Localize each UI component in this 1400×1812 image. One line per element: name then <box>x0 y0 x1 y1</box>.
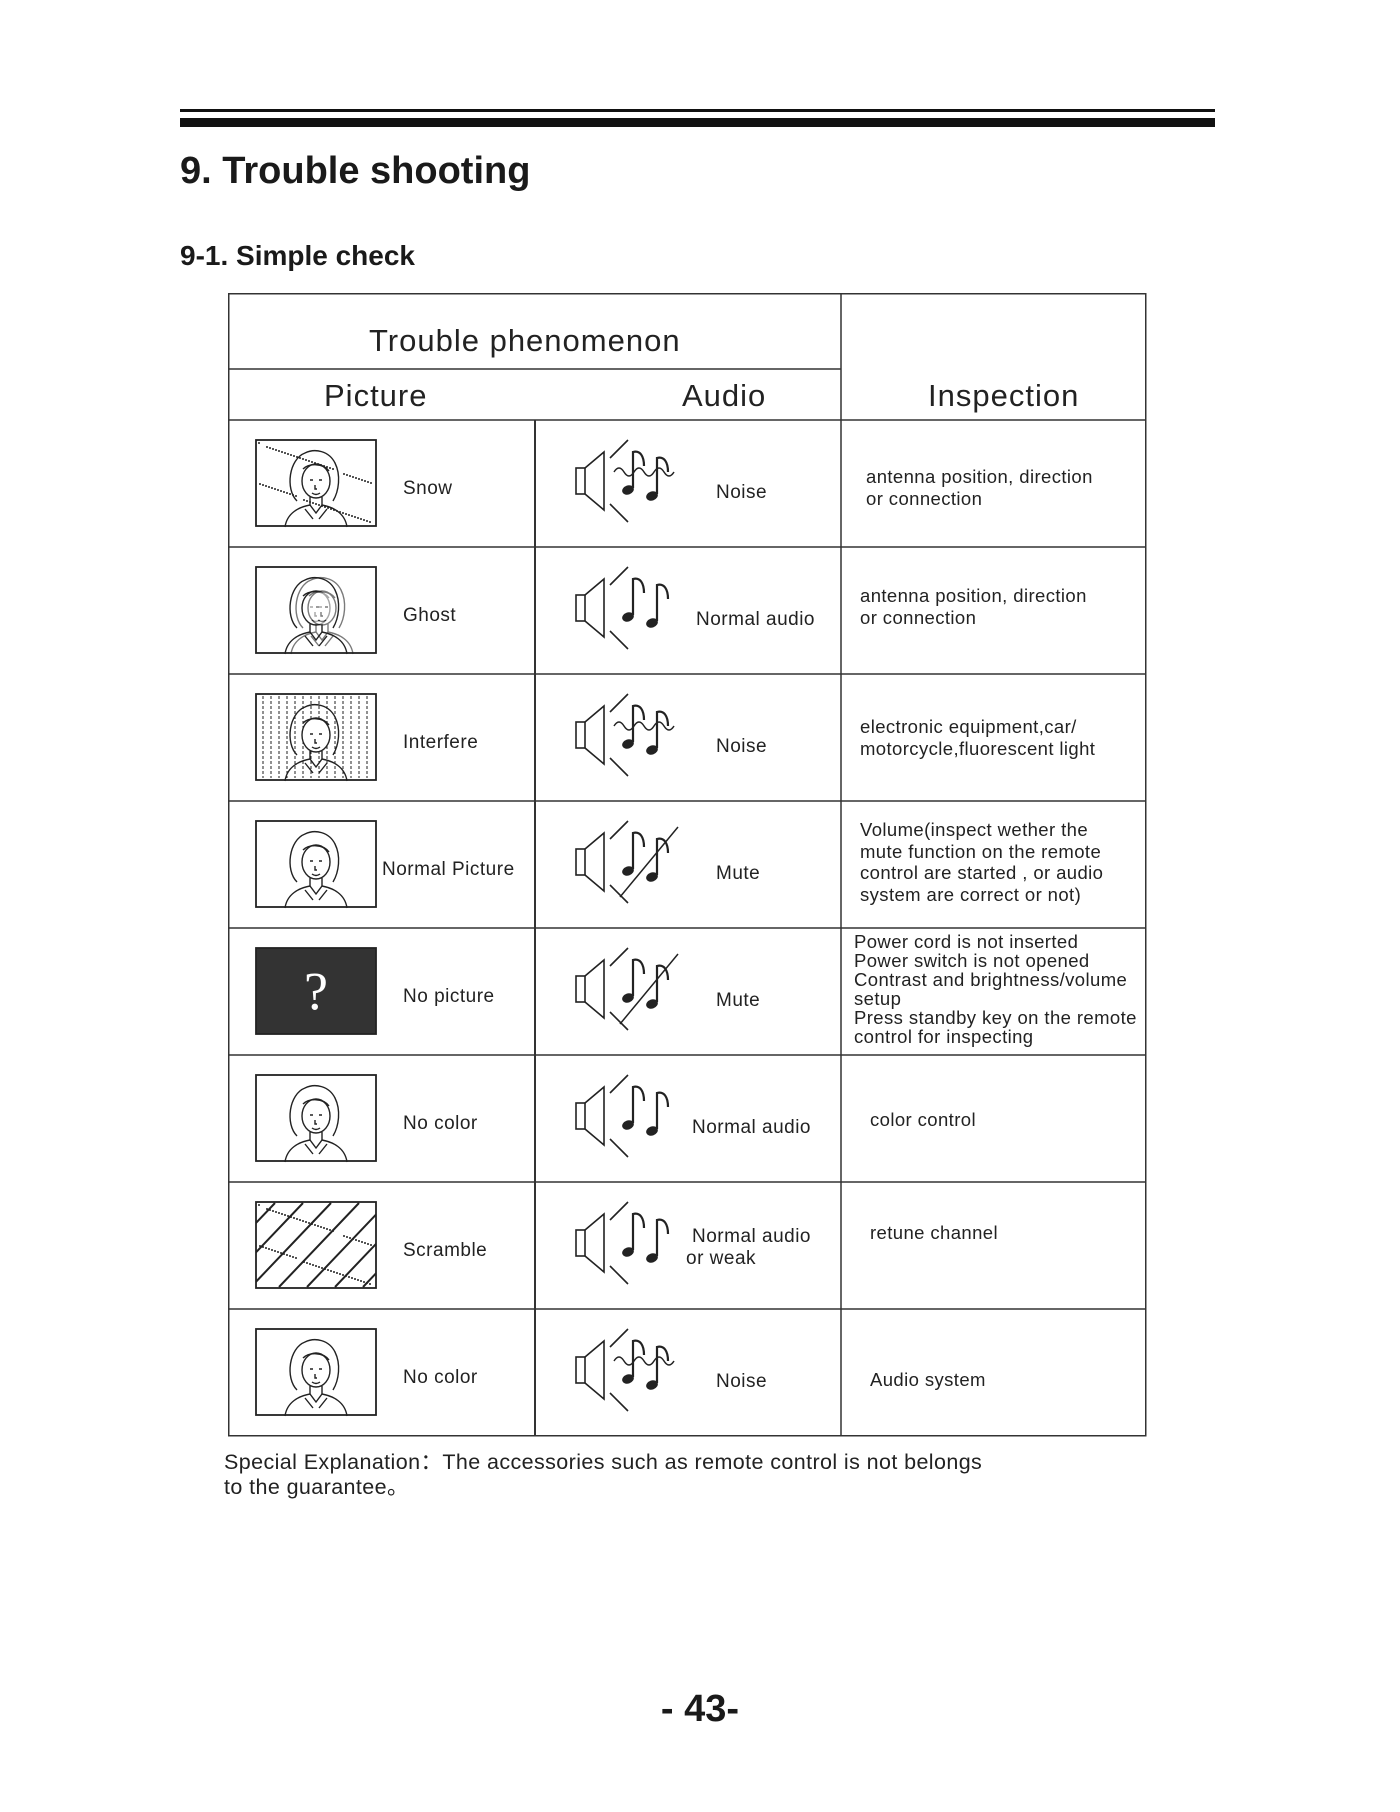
inspection-line: control are started , or audio <box>860 862 1104 883</box>
audio-label-line: Mute <box>716 990 761 1011</box>
audio-label-line: Mute <box>716 863 761 884</box>
inspection-text: electronic equipment,car/motorcycle,fluo… <box>860 716 1095 759</box>
picture-label: No picture <box>403 986 495 1007</box>
audio-label-line: Noise <box>716 1371 768 1392</box>
inspection-line: Power switch is not opened <box>854 950 1090 971</box>
inspection-line: Contrast and brightness/volume <box>854 969 1128 990</box>
header-inspection: Inspection <box>928 378 1080 413</box>
normal-screen-icon <box>255 820 379 910</box>
column-divider <box>534 801 536 928</box>
scramble-screen-icon <box>255 1201 379 1291</box>
inspection-text: retune channel <box>870 1222 998 1244</box>
audio-label: Noise <box>716 1371 767 1393</box>
table-row: ? No picture Mute Power cord is not insert… <box>228 928 1146 1055</box>
picture-label: Scramble <box>403 1240 488 1261</box>
header-rule-thin <box>180 109 1215 112</box>
picture-label: Normal Picture <box>382 859 515 880</box>
inspection-line: electronic equipment,car/ <box>860 716 1077 737</box>
section-title: 9-1. Simple check <box>180 240 416 271</box>
svg-text:?: ? <box>304 961 328 1021</box>
inspection-line: Press standby key on the remote <box>854 1007 1137 1028</box>
table-grid <box>228 293 1147 1437</box>
column-divider <box>534 1055 536 1182</box>
inspection-line: Audio system <box>870 1369 986 1390</box>
column-divider <box>534 547 536 674</box>
header-trouble-phenomenon: Trouble phenomenon <box>369 323 681 358</box>
audio-label: Normal audio <box>692 1117 811 1139</box>
inspection-line: Volume(inspect wether the <box>860 819 1089 840</box>
header-picture: Picture <box>324 378 428 413</box>
special-explanation-text: The accessories such as remote control i… <box>442 1450 983 1474</box>
inspection-line: mute function on the remote <box>860 840 1102 862</box>
picture-label: No color <box>403 1113 478 1134</box>
column-divider <box>534 674 536 801</box>
speaker-noise-icon <box>570 438 690 528</box>
audio-label-line: Noise <box>716 482 768 503</box>
page-title: 9. Trouble shooting <box>180 150 531 192</box>
special-explanation: Special Explanation：The accessories such… <box>224 1450 982 1500</box>
speaker-music-icon <box>570 1073 690 1163</box>
inspection-line: setup <box>854 988 902 1009</box>
special-explanation-label: Special Explanation： <box>224 1450 443 1474</box>
audio-label: Noise <box>716 482 767 504</box>
inspection-text: Audio system <box>870 1369 986 1391</box>
table-row: Normal Picture Mute Volume(inspect wether… <box>228 801 1146 928</box>
column-divider <box>534 1309 536 1436</box>
audio-label: Mute <box>716 990 760 1012</box>
audio-label-line: Normal audio <box>696 609 815 630</box>
speaker-noise-icon <box>570 692 690 782</box>
inspection-line: system are correct or not) <box>860 883 1082 905</box>
column-divider <box>534 928 536 1055</box>
inspection-line: retune channel <box>870 1222 998 1243</box>
picture-label: No color <box>403 1367 478 1388</box>
speaker-mute-icon <box>570 946 690 1036</box>
inspection-text: color control <box>870 1109 976 1131</box>
picture-label: Interfere <box>403 732 479 753</box>
no-picture-screen-icon: ? <box>255 947 379 1037</box>
inspection-line: antenna position, direction <box>860 585 1087 606</box>
audio-label-line: Noise <box>716 736 768 757</box>
inspection-line: Power cord is not inserted <box>854 931 1079 952</box>
page-number: - 43- <box>660 1688 740 1730</box>
inspection-line: color control <box>870 1109 976 1130</box>
interfere-screen-icon <box>255 693 379 783</box>
no-color-screen-icon <box>255 1328 379 1418</box>
header-rule-thick <box>180 118 1215 127</box>
header-audio: Audio <box>682 378 767 413</box>
speaker-noise-icon <box>570 1327 690 1417</box>
picture-label: Snow <box>403 478 453 499</box>
table-row: Ghost Normal audio antenna position, dire… <box>228 547 1146 674</box>
snow-screen-icon <box>255 439 379 529</box>
audio-label: Noise <box>716 736 767 758</box>
column-divider <box>534 420 536 547</box>
speaker-mute-icon <box>570 819 690 909</box>
audio-label-line: Normal audio <box>692 1117 811 1138</box>
table-row: No color Noise Audio system <box>228 1309 1146 1436</box>
audio-label-line: or weak <box>686 1248 757 1269</box>
audio-label: Normal audio <box>696 609 815 631</box>
speaker-music-icon <box>570 565 690 655</box>
speaker-music-icon <box>570 1200 690 1290</box>
no-color-screen-icon <box>255 1074 379 1164</box>
special-explanation-text-2: to the guarantee。 <box>224 1475 409 1499</box>
audio-label: Mute <box>716 863 760 885</box>
picture-label: Ghost <box>403 605 457 626</box>
column-divider <box>534 1182 536 1309</box>
table-row: No color Normal audio color control <box>228 1055 1146 1182</box>
inspection-line: motorcycle,fluorescent light <box>860 737 1096 759</box>
table-row: Interfere Noise electronic equipment,car/… <box>228 674 1146 801</box>
inspection-line: antenna position, direction <box>866 466 1093 487</box>
audio-label-line: Normal audio <box>692 1226 811 1247</box>
inspection-line: control for inspecting <box>854 1026 1034 1047</box>
ghost-screen-icon <box>255 566 379 656</box>
inspection-line: or connection <box>860 606 977 628</box>
inspection-line: or connection <box>866 487 983 509</box>
